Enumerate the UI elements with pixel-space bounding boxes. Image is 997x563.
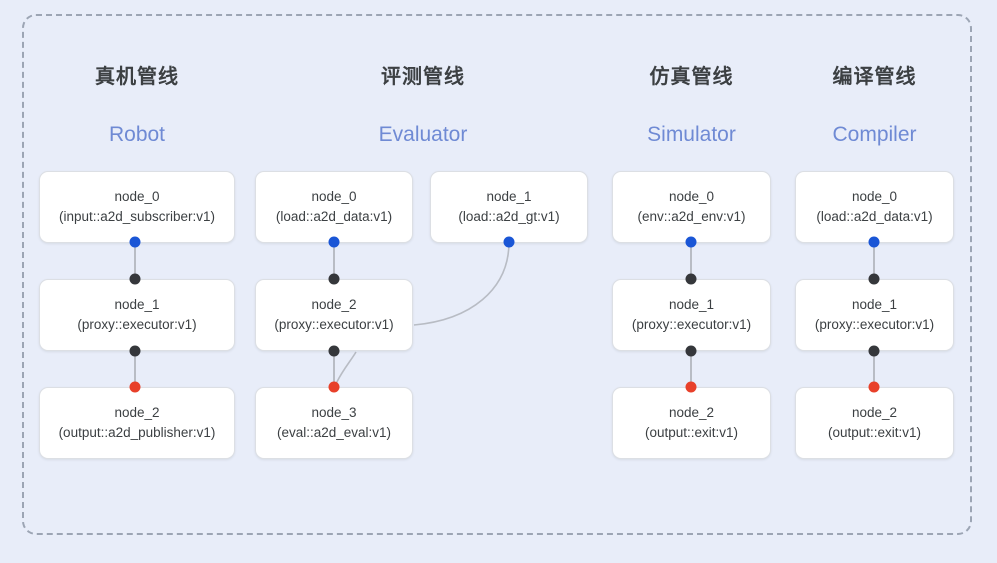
edge-evaluator-2-3 bbox=[333, 350, 335, 387]
port-bottom-dot-simulator-1[interactable] bbox=[685, 345, 697, 357]
port-top-dot-simulator-1[interactable] bbox=[685, 273, 697, 285]
port-top-dot-compiler-1[interactable] bbox=[868, 273, 880, 285]
node-simulator-2[interactable]: node_2 (output::exit:v1) bbox=[612, 387, 771, 459]
node-compiler-0-name: node_0 bbox=[851, 189, 898, 204]
edge-simulator-0-1 bbox=[690, 241, 692, 278]
edge-simulator-1-2 bbox=[690, 350, 692, 387]
edge-robot-0-1 bbox=[134, 241, 136, 278]
node-simulator-2-type: (output::exit:v1) bbox=[644, 425, 739, 440]
node-simulator-2-name: node_2 bbox=[668, 405, 715, 420]
node-compiler-0[interactable]: node_0 (load::a2d_data:v1) bbox=[795, 171, 954, 243]
port-output-dot-evaluator-3[interactable] bbox=[328, 381, 340, 393]
node-simulator-1-type: (proxy::executor:v1) bbox=[631, 317, 752, 332]
node-robot-0[interactable]: node_0 (input::a2d_subscriber:v1) bbox=[39, 171, 235, 243]
node-compiler-2[interactable]: node_2 (output::exit:v1) bbox=[795, 387, 954, 459]
node-evaluator-3[interactable]: node_3 (eval::a2d_eval:v1) bbox=[255, 387, 413, 459]
node-evaluator-1-name: node_1 bbox=[486, 189, 532, 204]
port-top-dot-evaluator-2[interactable] bbox=[328, 273, 340, 285]
port-bottom-dot-compiler-1[interactable] bbox=[868, 345, 880, 357]
node-evaluator-0-type: (load::a2d_data:v1) bbox=[275, 209, 393, 224]
node-evaluator-2[interactable]: node_2 (proxy::executor:v1) bbox=[255, 279, 413, 351]
node-evaluator-0[interactable]: node_0 (load::a2d_data:v1) bbox=[255, 171, 413, 243]
node-compiler-1[interactable]: node_1 (proxy::executor:v1) bbox=[795, 279, 954, 351]
node-simulator-1[interactable]: node_1 (proxy::executor:v1) bbox=[612, 279, 771, 351]
port-input-dot-evaluator-1[interactable] bbox=[503, 236, 515, 248]
port-bottom-dot-evaluator-2[interactable] bbox=[328, 345, 340, 357]
node-evaluator-0-name: node_0 bbox=[311, 189, 357, 204]
node-simulator-0[interactable]: node_0 (env::a2d_env:v1) bbox=[612, 171, 771, 243]
node-simulator-1-name: node_1 bbox=[668, 297, 715, 312]
node-simulator-0-name: node_0 bbox=[668, 189, 715, 204]
node-robot-2[interactable]: node_2 (output::a2d_publisher:v1) bbox=[39, 387, 235, 459]
node-compiler-2-type: (output::exit:v1) bbox=[827, 425, 922, 440]
port-input-dot-evaluator-0[interactable] bbox=[328, 236, 340, 248]
node-compiler-2-name: node_2 bbox=[851, 405, 898, 420]
node-evaluator-3-type: (eval::a2d_eval:v1) bbox=[276, 425, 392, 440]
port-input-dot-simulator-0[interactable] bbox=[685, 236, 697, 248]
pipeline-group-frame bbox=[22, 14, 972, 535]
node-robot-2-type: (output::a2d_publisher:v1) bbox=[58, 425, 216, 440]
node-robot-0-type: (input::a2d_subscriber:v1) bbox=[58, 209, 216, 224]
port-output-dot-robot-2[interactable] bbox=[129, 381, 141, 393]
port-top-dot-robot-1[interactable] bbox=[129, 273, 141, 285]
node-robot-1[interactable]: node_1 (proxy::executor:v1) bbox=[39, 279, 235, 351]
node-evaluator-2-name: node_2 bbox=[311, 297, 357, 312]
edge-robot-1-2 bbox=[134, 350, 136, 387]
node-compiler-1-type: (proxy::executor:v1) bbox=[814, 317, 935, 332]
port-bottom-dot-robot-1[interactable] bbox=[129, 345, 141, 357]
node-robot-1-name: node_1 bbox=[114, 297, 160, 312]
node-evaluator-1-type: (load::a2d_gt:v1) bbox=[458, 209, 560, 224]
edge-compiler-1-2 bbox=[873, 350, 875, 387]
node-evaluator-2-type: (proxy::executor:v1) bbox=[274, 317, 394, 332]
node-compiler-1-name: node_1 bbox=[851, 297, 898, 312]
edge-evaluator-0-2 bbox=[333, 241, 335, 278]
port-output-dot-compiler-2[interactable] bbox=[868, 381, 880, 393]
port-input-dot-compiler-0[interactable] bbox=[868, 236, 880, 248]
node-robot-1-type: (proxy::executor:v1) bbox=[77, 317, 197, 332]
node-evaluator-3-name: node_3 bbox=[311, 405, 357, 420]
node-robot-2-name: node_2 bbox=[114, 405, 160, 420]
node-evaluator-1[interactable]: node_1 (load::a2d_gt:v1) bbox=[430, 171, 588, 243]
node-compiler-0-type: (load::a2d_data:v1) bbox=[816, 209, 933, 224]
port-input-dot-robot-0[interactable] bbox=[129, 236, 141, 248]
port-output-dot-simulator-2[interactable] bbox=[685, 381, 697, 393]
node-robot-0-name: node_0 bbox=[114, 189, 160, 204]
node-simulator-0-type: (env::a2d_env:v1) bbox=[637, 209, 746, 224]
edge-compiler-0-1 bbox=[873, 241, 875, 278]
